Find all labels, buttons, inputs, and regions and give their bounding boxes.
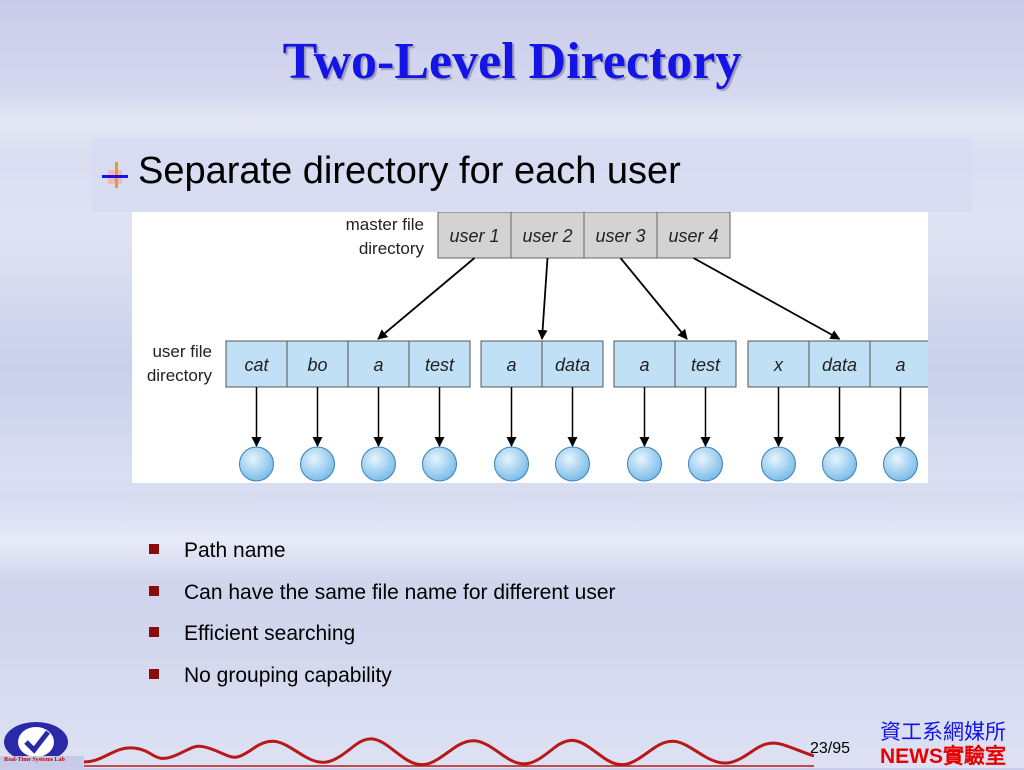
user-directory-cell	[808, 340, 871, 388]
master-directory-cell	[656, 212, 731, 259]
master-directory-cell	[510, 212, 585, 259]
bullet-text: Can have the same file name for differen…	[184, 580, 616, 604]
master-cell-label: user 4	[668, 226, 718, 246]
file-node	[361, 446, 396, 482]
user-directory-cell	[747, 340, 810, 388]
lab-logo-text: Real-Time Systems Lab	[4, 757, 65, 763]
user-cell-label: test	[425, 355, 455, 375]
file-node	[494, 446, 529, 482]
master-directory-label: master file	[346, 215, 424, 234]
lab-label: NEWS實驗室	[880, 740, 1006, 770]
file-node	[761, 446, 796, 482]
file-node	[822, 446, 857, 482]
user-directory-cell	[347, 340, 410, 388]
master-directory-label: directory	[359, 239, 425, 258]
highlight-band	[92, 138, 972, 212]
lab-label-news: NEWS	[880, 745, 943, 768]
user-directory-cell	[541, 340, 604, 388]
user-cell-label: a	[895, 355, 905, 375]
bullet-icon	[102, 162, 128, 188]
file-node	[422, 446, 457, 482]
user-cell-label: a	[373, 355, 383, 375]
file-node	[300, 446, 335, 482]
user-directory-cell	[480, 340, 543, 388]
directory-diagram: master file directory user file directory us…	[132, 212, 928, 483]
square-bullet-icon	[149, 627, 159, 637]
bullet-text: No grouping capability	[184, 663, 392, 687]
diagram-canvas: master file directory user file directory us…	[147, 212, 928, 482]
bullet-text: Path name	[184, 539, 286, 562]
lab-label-suffix: 實驗室	[943, 745, 1006, 768]
user-cell-label: test	[691, 355, 721, 375]
user-cell-label: x	[773, 355, 784, 375]
decorative-strip	[84, 737, 814, 767]
user-directory-cell	[408, 340, 471, 388]
bullet-item: Can have the same file name for differen…	[148, 580, 616, 622]
file-node	[688, 446, 723, 482]
user-cell-label: a	[506, 355, 516, 375]
department-label: 資工系網媒所	[880, 721, 1006, 744]
page-number: 23/95	[810, 740, 850, 758]
square-bullet-icon	[149, 544, 159, 554]
file-node	[555, 446, 590, 482]
master-cell-label: user 1	[449, 226, 499, 246]
user-directory-cell	[674, 340, 737, 388]
file-node	[239, 446, 274, 482]
file-node	[883, 446, 918, 482]
page-title: Two-Level Directory	[282, 33, 742, 90]
directory-pointer-arrow	[619, 257, 688, 340]
file-node	[627, 446, 662, 482]
user-cell-label: a	[639, 355, 649, 375]
main-bullet-text: Separate directory for each user	[138, 150, 681, 192]
directory-pointer-arrow	[537, 257, 549, 340]
directory-pointer-arrow	[693, 257, 841, 340]
user-directory-label: directory	[147, 366, 213, 385]
master-directory-cell	[437, 212, 512, 259]
page-total: /95	[827, 740, 851, 757]
directory-pointer-arrow	[377, 257, 476, 340]
bullet-list: Path name Can have the same file name fo…	[148, 538, 616, 704]
bullet-item: No grouping capability	[148, 663, 616, 705]
square-bullet-icon	[149, 668, 159, 679]
user-cell-label: data	[555, 355, 590, 375]
bullet-item: Efficient searching	[148, 621, 616, 663]
lab-logo-icon	[0, 722, 84, 768]
user-cell-label: cat	[244, 355, 269, 375]
page-current: 23	[810, 740, 828, 757]
user-cell-label: data	[822, 355, 857, 375]
bullet-item: Path name	[148, 538, 616, 580]
user-directory-label: user file	[152, 342, 212, 361]
master-cell-label: user 3	[595, 226, 645, 246]
user-directory-cell	[613, 340, 676, 388]
square-bullet-icon	[149, 585, 159, 596]
master-cell-label: user 2	[522, 226, 572, 246]
user-cell-label: bo	[307, 355, 327, 375]
bullet-text: Efficient searching	[184, 622, 356, 645]
